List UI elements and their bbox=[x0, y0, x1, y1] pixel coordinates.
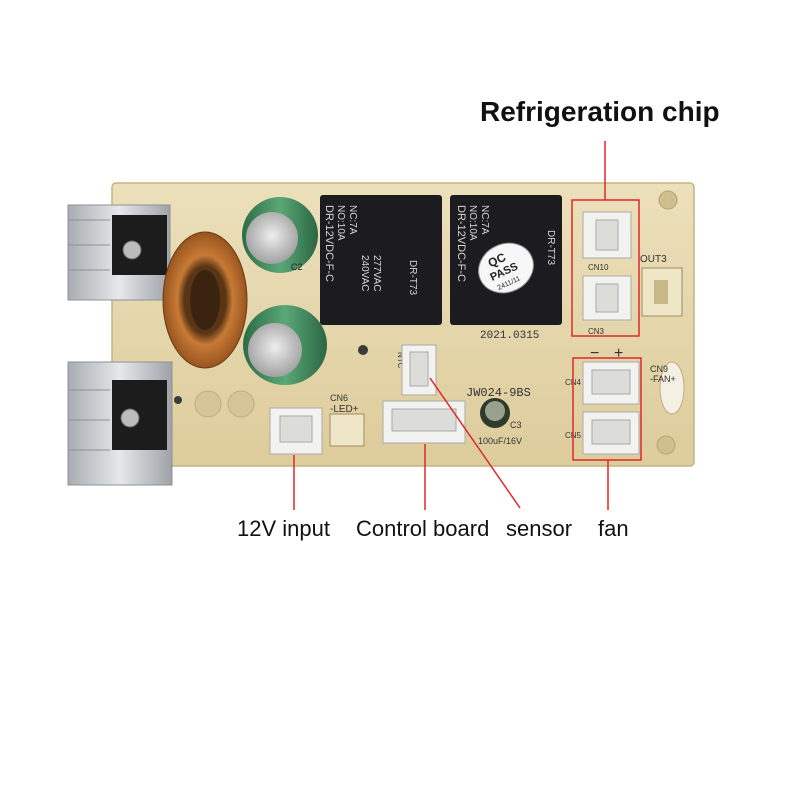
connector-control-board bbox=[382, 400, 466, 444]
silk-minus: − bbox=[590, 345, 599, 362]
relay-left-line-3: 240VAC bbox=[359, 255, 370, 292]
sensor-label: sensor bbox=[506, 516, 573, 541]
connector-out3 bbox=[641, 267, 683, 317]
relay-right-line-4: DR-T73 bbox=[545, 230, 556, 265]
silk-c2-top: C2 bbox=[291, 262, 303, 272]
small-capacitor bbox=[480, 398, 510, 428]
connector-12v-input bbox=[269, 407, 323, 455]
capacitor-bottom bbox=[243, 305, 327, 385]
connector-led bbox=[329, 413, 365, 447]
relay-right-line-1: NO:10A bbox=[467, 205, 478, 241]
silk-ntc: NTC bbox=[396, 352, 405, 369]
silk-plus: + bbox=[614, 345, 623, 362]
relay-left-line-1: NO:10A bbox=[335, 205, 346, 241]
silk-date-code: 2021.0315 bbox=[480, 330, 539, 342]
relay-right-line-2: NC:7A bbox=[479, 205, 490, 235]
connector-cn10: CN10 bbox=[582, 211, 632, 272]
relay-left-line-5: DR-12VDC-F-C bbox=[323, 205, 335, 282]
silk-cn9: CN9 bbox=[650, 364, 668, 374]
toroid-inductor bbox=[162, 231, 248, 369]
silk-cn6: CN6 bbox=[330, 393, 348, 403]
control-board-label: Control board bbox=[356, 516, 490, 541]
silk-led: -LED+ bbox=[330, 404, 359, 415]
connector-ntc-sensor bbox=[401, 344, 437, 396]
relay-left-line-6: DR-T73 bbox=[407, 260, 418, 295]
annotation-overlay bbox=[293, 141, 642, 510]
silk-capacitor-rating: 100uF/16V bbox=[478, 436, 522, 446]
connector-cn4: CN4 bbox=[565, 361, 640, 405]
heatsink-bottom bbox=[67, 361, 173, 486]
input-12v-label: 12V input bbox=[237, 516, 330, 541]
relay-left: NO:10A NC:7A 240VAC 277VAC DR-12VDC-F-C … bbox=[320, 195, 442, 325]
relay-right-line-3: DR-12VDC-F-C bbox=[455, 205, 467, 282]
refrigeration-chip-label: Refrigeration chip bbox=[480, 96, 720, 127]
fan-label: fan bbox=[598, 516, 629, 541]
silk-cn10: CN10 bbox=[588, 263, 609, 272]
silk-out3: OUT3 bbox=[640, 254, 667, 265]
silk-fan: -FAN+ bbox=[650, 374, 676, 384]
qc-pass-sticker: QC PASS 2411/11 bbox=[478, 242, 534, 294]
capacitor-top: C2 bbox=[242, 197, 318, 273]
silk-model: JW024-9BS bbox=[466, 386, 531, 400]
relay-left-line-4: 277VAC bbox=[371, 255, 382, 292]
relay-left-line-2: NC:7A bbox=[347, 205, 358, 235]
fan-box bbox=[572, 357, 642, 461]
silk-c3: C3 bbox=[510, 420, 522, 430]
silk-cn3: CN3 bbox=[588, 327, 605, 336]
connector-cn3: CN3 bbox=[582, 275, 632, 336]
sensor-pointer bbox=[429, 377, 521, 509]
heatsink-top bbox=[67, 204, 171, 301]
